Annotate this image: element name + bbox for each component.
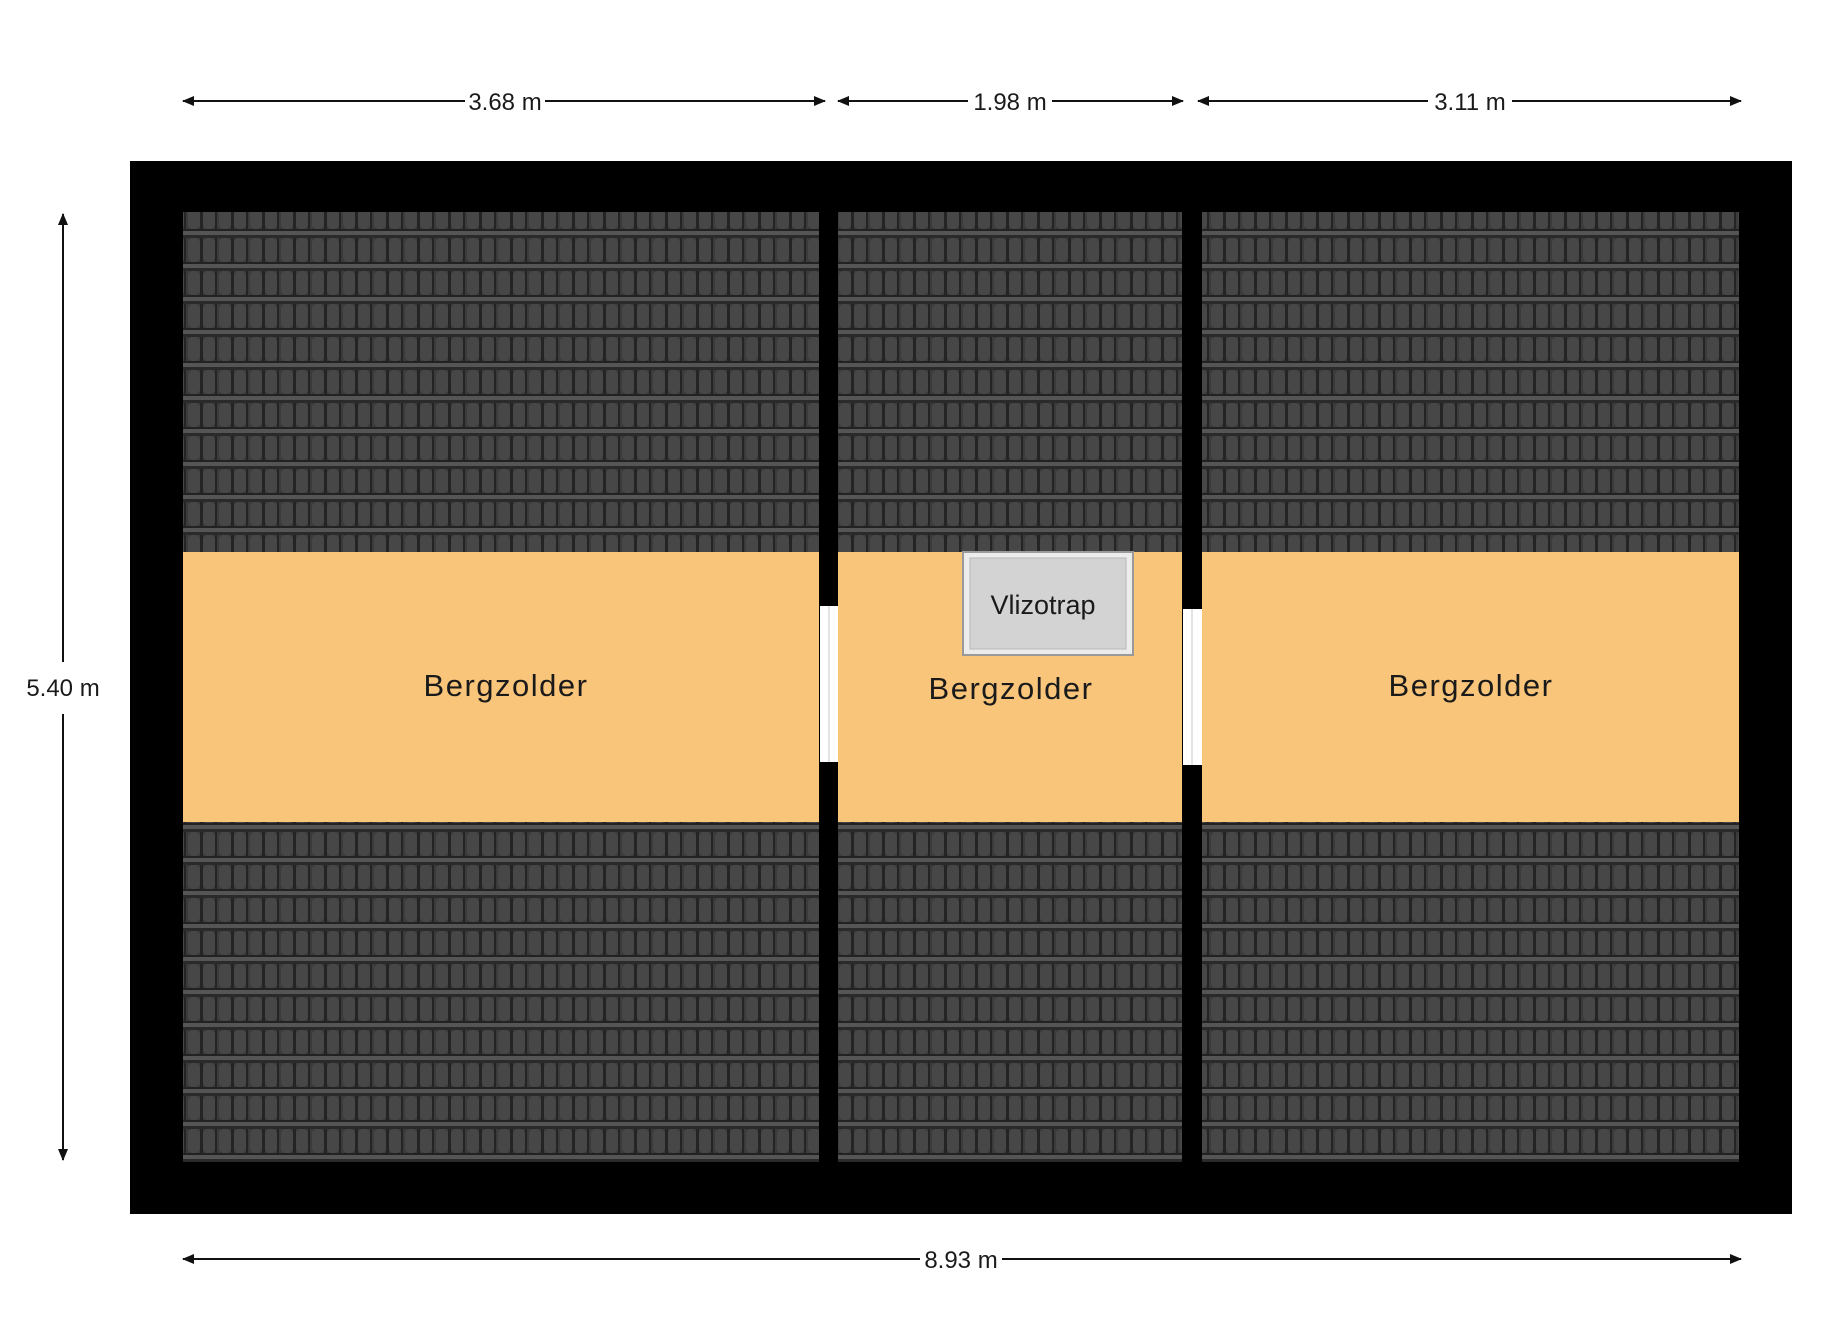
door-opening-right xyxy=(1183,609,1202,765)
room-bergzolder-left xyxy=(183,552,819,822)
roof-tiles xyxy=(183,212,1739,1162)
dimension-label-bottom: 8.93 m xyxy=(924,1247,997,1274)
room-label-left: Bergzolder xyxy=(424,668,589,703)
room-label-middle: Bergzolder xyxy=(929,671,1094,706)
dimension-label-top-right: 3.11 m xyxy=(1434,89,1506,116)
vlizotrap-label: Vlizotrap xyxy=(990,590,1095,620)
door-opening-left xyxy=(820,606,838,762)
room-bergzolder-right xyxy=(1202,552,1739,822)
vlizotrap-hatch xyxy=(962,551,1134,656)
dimension-label-top-middle: 1.98 m xyxy=(973,89,1046,116)
room-label-right: Bergzolder xyxy=(1389,668,1554,703)
dimension-label-top-left: 3.68 m xyxy=(468,89,541,116)
dimension-label-left: 5.40 m xyxy=(26,675,99,702)
